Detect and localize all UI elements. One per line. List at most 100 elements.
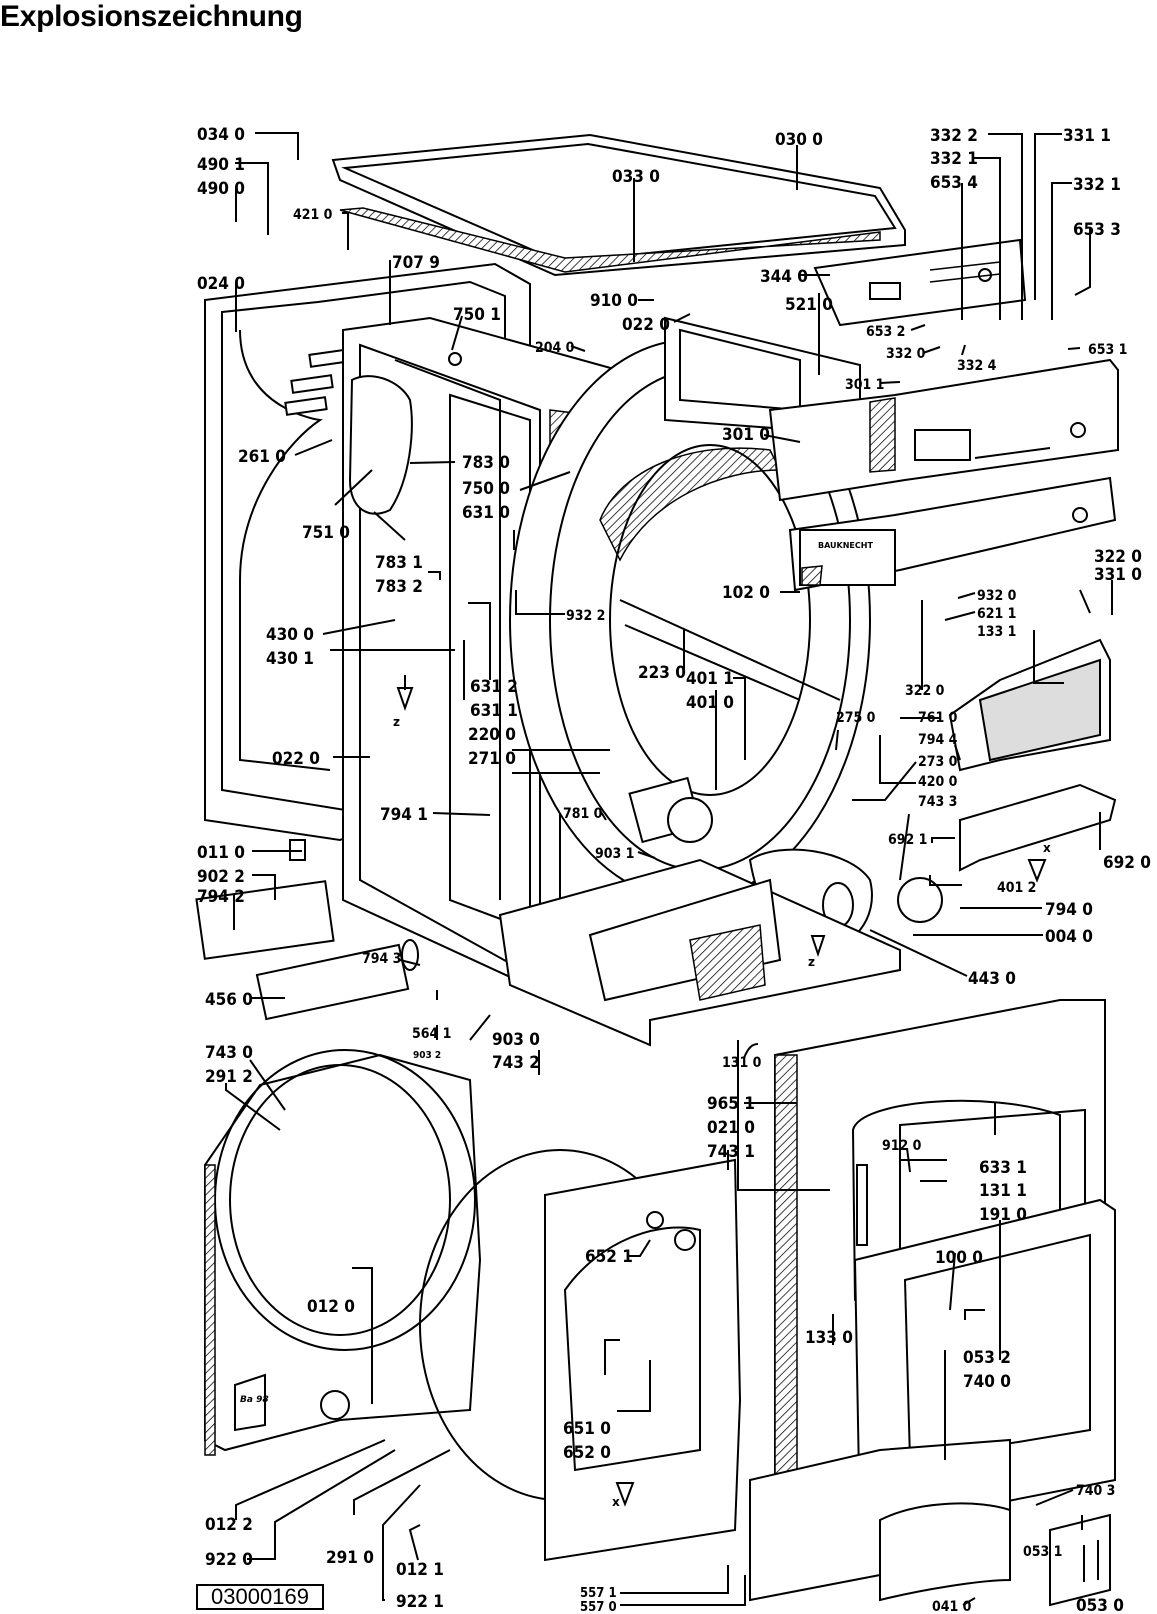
control-board-344 bbox=[813, 238, 1027, 327]
part-label: 332 2 bbox=[930, 126, 978, 146]
part-label: 011 0 bbox=[197, 843, 245, 863]
condenser-drawer bbox=[749, 1438, 1111, 1607]
part-label: 903 0 bbox=[492, 1030, 540, 1050]
part-label: 781 0 bbox=[563, 806, 603, 822]
part-label: 102 0 bbox=[722, 583, 770, 603]
part-label: 301 1 bbox=[845, 377, 884, 393]
brand-badge: BAUKNECHT bbox=[818, 541, 873, 550]
part-label: 301 0 bbox=[722, 425, 770, 445]
part-label: 794 4 bbox=[918, 732, 958, 748]
part-label: 401 0 bbox=[686, 693, 734, 713]
part-label: 322 0 bbox=[905, 683, 945, 699]
lint-filter-761 bbox=[948, 638, 1111, 772]
part-label: 751 0 bbox=[302, 523, 350, 543]
part-label: 653 3 bbox=[1073, 220, 1121, 240]
part-label: 903 2 bbox=[413, 1050, 441, 1061]
part-label: 692 1 bbox=[888, 832, 927, 848]
part-label: 743 2 bbox=[492, 1053, 540, 1073]
marker-x-label: x bbox=[1043, 841, 1051, 855]
part-label: 331 0 bbox=[1094, 565, 1142, 585]
part-label: 652 1 bbox=[585, 1247, 633, 1267]
leader-lines bbox=[225, 132, 1113, 1606]
part-label: 903 1 bbox=[595, 846, 634, 862]
part-label: 651 0 bbox=[563, 1419, 611, 1439]
part-label: 653 1 bbox=[1088, 342, 1127, 358]
part-label: 030 0 bbox=[775, 130, 823, 150]
part-label: 794 0 bbox=[1045, 900, 1093, 920]
part-label: 332 1 bbox=[930, 149, 978, 169]
part-label: 743 1 bbox=[707, 1142, 755, 1162]
part-label: 420 0 bbox=[918, 774, 958, 790]
part-label: 004 0 bbox=[1045, 927, 1093, 947]
part-label: 131 1 bbox=[979, 1181, 1027, 1201]
part-label: 743 0 bbox=[205, 1043, 253, 1063]
part-label: 783 2 bbox=[375, 577, 423, 597]
part-label: 401 2 bbox=[997, 880, 1036, 896]
part-label: 761 0 bbox=[918, 710, 958, 726]
part-label: 922 1 bbox=[396, 1592, 444, 1612]
page-title: Explosionszeichnung bbox=[0, 0, 303, 33]
rear-wall-291 bbox=[204, 1049, 482, 1456]
part-label: 750 1 bbox=[453, 305, 501, 325]
part-label: 100 0 bbox=[935, 1248, 983, 1268]
part-label: 053 1 bbox=[1023, 1544, 1062, 1560]
display-panel-102 bbox=[788, 476, 1117, 592]
part-label: 401 1 bbox=[686, 669, 734, 689]
part-label: 332 1 bbox=[1073, 175, 1121, 195]
part-label: 131 0 bbox=[722, 1055, 762, 1071]
part-label: 912 0 bbox=[882, 1138, 922, 1154]
part-label: 273 0 bbox=[918, 754, 958, 770]
part-label: 633 1 bbox=[979, 1158, 1027, 1178]
part-label: 033 0 bbox=[612, 167, 660, 187]
part-label: 191 0 bbox=[979, 1205, 1027, 1225]
part-label: 322 0 bbox=[1094, 547, 1142, 567]
part-label: 653 4 bbox=[930, 173, 978, 193]
rear-inscription: Ba 98 bbox=[240, 1395, 269, 1405]
part-label: 331 1 bbox=[1063, 126, 1111, 146]
part-label: 344 0 bbox=[760, 267, 808, 287]
part-label: 443 0 bbox=[968, 969, 1016, 989]
part-label: 133 0 bbox=[805, 1328, 853, 1348]
marker-z-label: z bbox=[808, 955, 815, 969]
part-label: 743 3 bbox=[918, 794, 957, 810]
part-label: 783 1 bbox=[375, 553, 423, 573]
direction-marker-x-right: x bbox=[1027, 841, 1051, 883]
part-label: 692 0 bbox=[1103, 853, 1151, 873]
part-label: 271 0 bbox=[468, 749, 516, 769]
part-label: 910 0 bbox=[590, 291, 638, 311]
part-label: 521 0 bbox=[785, 295, 833, 315]
direction-marker-z-bottom: z bbox=[808, 935, 826, 969]
part-label: 557 1 bbox=[580, 1586, 617, 1601]
part-label: 932 2 bbox=[566, 608, 605, 624]
part-label: 223 0 bbox=[638, 663, 686, 683]
part-label: 564 1 bbox=[412, 1026, 451, 1042]
part-label: 041 0 bbox=[932, 1599, 972, 1614]
part-label: 421 0 bbox=[293, 207, 333, 223]
part-label: 621 1 bbox=[977, 606, 1016, 622]
part-label: 430 1 bbox=[266, 649, 314, 669]
part-label: 261 0 bbox=[238, 447, 286, 467]
part-label: 012 1 bbox=[396, 1560, 444, 1580]
part-label: 204 0 bbox=[535, 340, 575, 356]
part-label: 012 2 bbox=[205, 1515, 253, 1535]
part-label: 631 2 bbox=[470, 677, 518, 697]
part-label: 332 4 bbox=[957, 358, 997, 374]
direction-marker-x-bottom: x bbox=[612, 1482, 635, 1509]
part-label: 012 0 bbox=[307, 1297, 355, 1317]
part-label: 794 1 bbox=[380, 805, 428, 825]
part-label: 740 3 bbox=[1076, 1483, 1115, 1499]
part-label: 902 2 bbox=[197, 867, 245, 887]
part-label: 021 0 bbox=[707, 1118, 755, 1138]
part-label: 631 0 bbox=[462, 503, 510, 523]
part-label: 022 0 bbox=[622, 315, 670, 335]
top-seal-033 bbox=[339, 207, 881, 273]
part-label: 490 0 bbox=[197, 179, 245, 199]
direction-marker-z-top: z bbox=[393, 675, 414, 729]
part-label: 490 1 bbox=[197, 155, 245, 175]
part-label: 053 0 bbox=[1076, 1596, 1124, 1614]
part-label: 794 2 bbox=[197, 887, 245, 907]
part-label: 034 0 bbox=[197, 125, 245, 145]
part-label: 707 9 bbox=[392, 253, 440, 273]
part-label: 653 2 bbox=[866, 324, 905, 340]
